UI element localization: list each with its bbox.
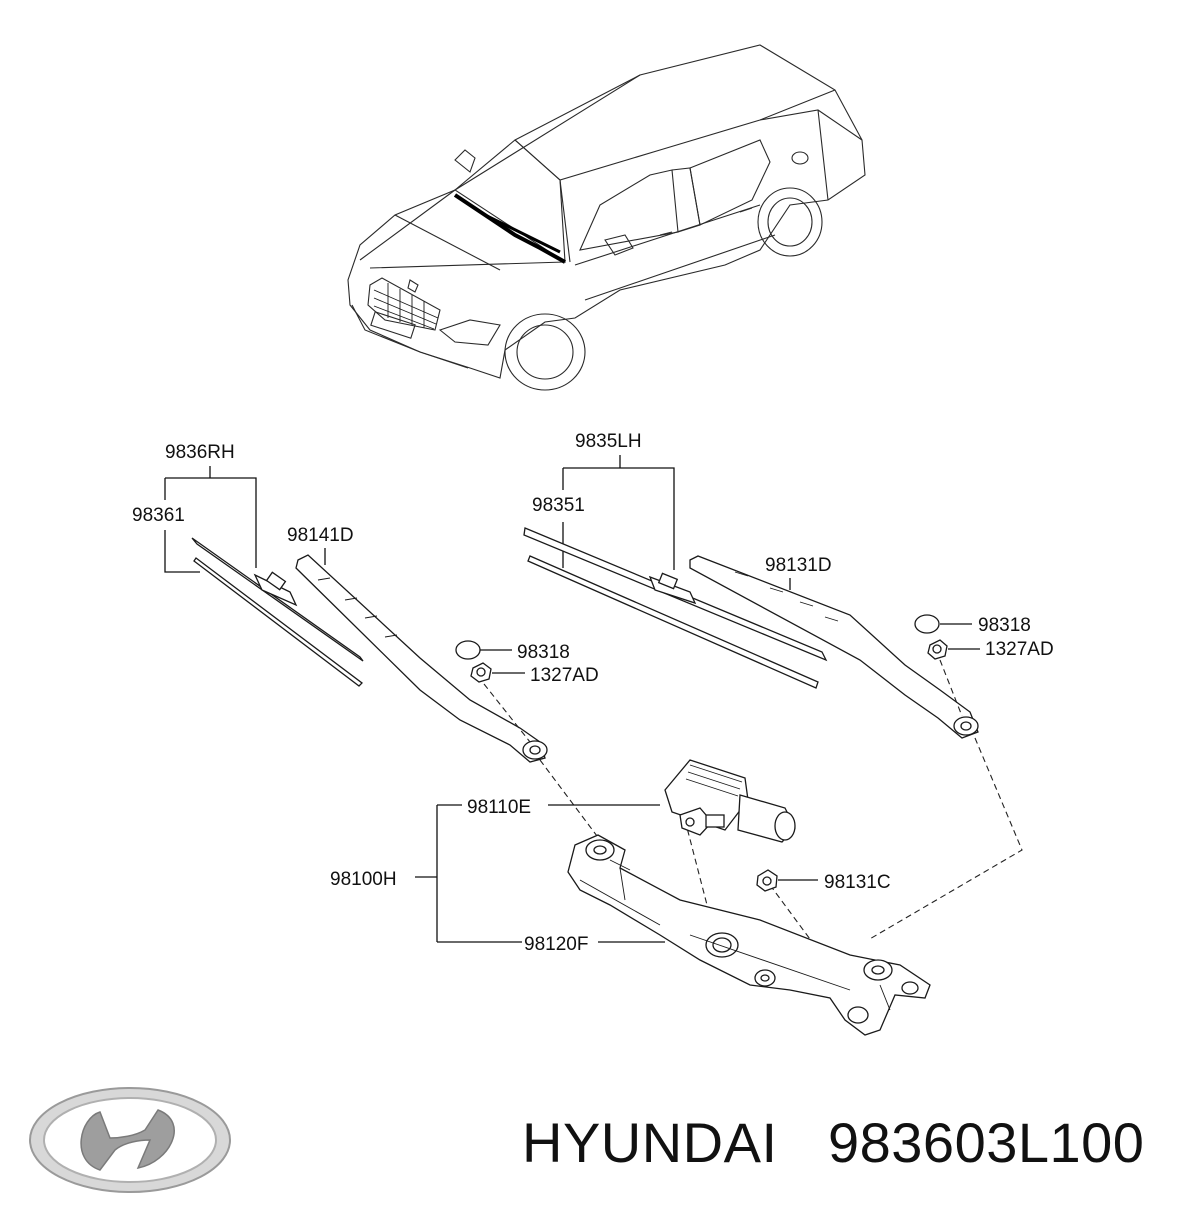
label-98361: 98361 <box>132 505 185 526</box>
rh-cap-98318 <box>455 640 481 660</box>
lh-wiper-group: 9835LH 98351 98131D 98318 1327 <box>523 431 1054 739</box>
rh-wiper-arm <box>295 554 548 763</box>
label-1327ad-left: 1327AD <box>530 665 599 686</box>
lh-nut-1327ad <box>927 639 948 660</box>
rh-wiper-group: 9836RH 98361 98141D 98318 1327 <box>132 442 599 763</box>
label-98318-left: 98318 <box>517 642 570 663</box>
rh-nut-1327ad <box>470 662 492 683</box>
label-98318-right: 98318 <box>978 615 1031 636</box>
label-9835lh: 9835LH <box>575 431 642 452</box>
label-1327ad-right: 1327AD <box>985 639 1054 660</box>
lh-wiper-arm <box>689 555 979 739</box>
nut-98131c <box>756 869 778 892</box>
label-98131d: 98131D <box>765 555 832 576</box>
label-98120f: 98120F <box>524 934 588 955</box>
label-98110e: 98110E <box>467 797 531 818</box>
label-98100h: 98100H <box>330 869 397 890</box>
lh-wiper-blade <box>523 527 828 689</box>
hyundai-logo-icon <box>29 1087 231 1193</box>
car-illustration <box>347 44 866 391</box>
brand-name: HYUNDAI <box>522 1111 778 1174</box>
motor-linkage-group: 98131C 98100H 98110E 98120F <box>330 737 1023 1036</box>
part-number: 983603L100 <box>828 1111 1144 1174</box>
label-98351: 98351 <box>532 495 585 516</box>
wiper-motor <box>664 759 796 843</box>
lh-cap-98318 <box>914 614 940 634</box>
label-9836rh: 9836RH <box>165 442 235 463</box>
rh-wiper-blade <box>191 537 364 687</box>
label-98141d: 98141D <box>287 525 354 546</box>
linkage-frame <box>567 834 931 1036</box>
label-98131c: 98131C <box>824 872 891 893</box>
